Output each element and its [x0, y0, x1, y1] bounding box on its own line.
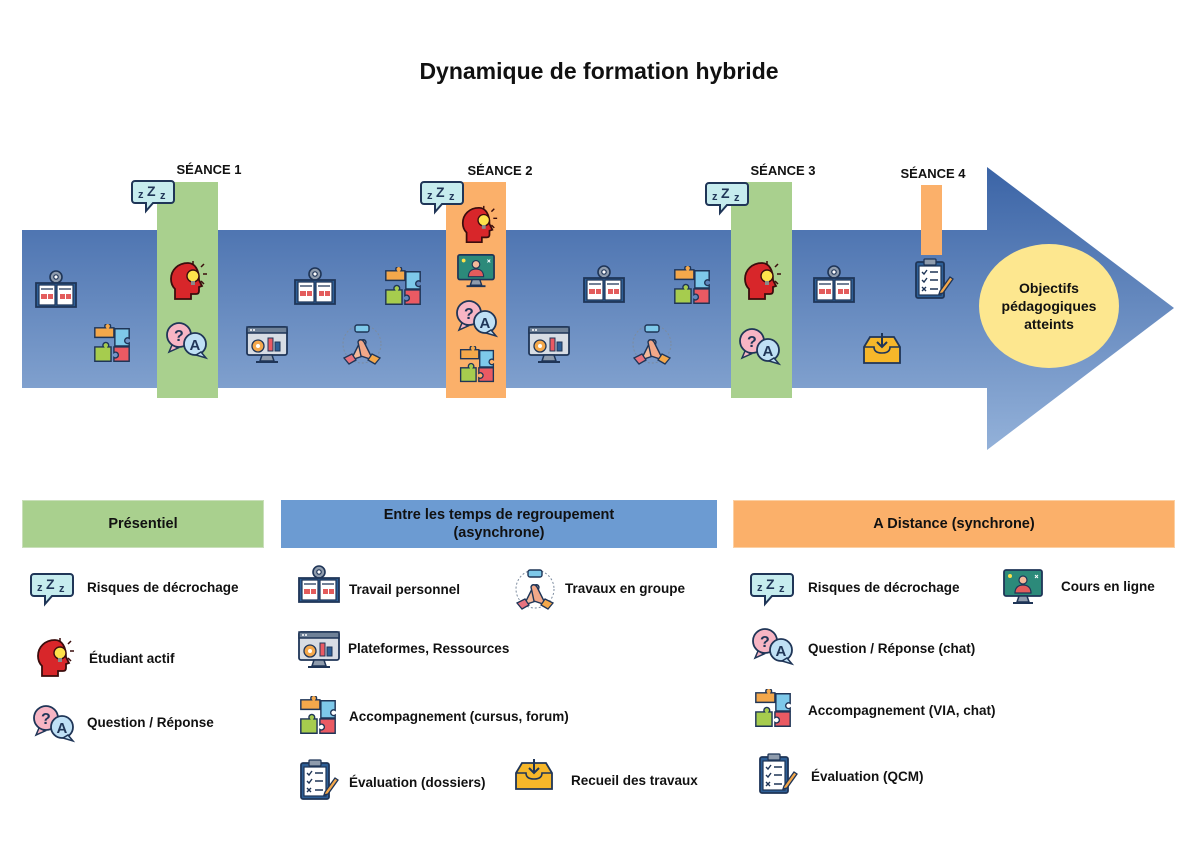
puzzle-icon [671, 266, 713, 308]
session-2-label: SÉANCE 2 [467, 163, 533, 178]
online-course-icon [455, 252, 497, 290]
legend-item-accompagnement-via: Accompagnement (VIA, chat) [808, 703, 996, 718]
question-answer-icon [165, 320, 209, 360]
session-3-label: SÉANCE 3 [750, 163, 816, 178]
puzzle-icon [457, 346, 497, 386]
legend-header-asynchrone: Entre les temps de regroupement (asynchr… [281, 500, 717, 548]
book-gear-icon [292, 265, 338, 309]
thinking-head-icon [458, 204, 500, 246]
legend-item-risques-distance: Risques de décrochage [808, 580, 960, 595]
zzz-icon [131, 178, 175, 214]
zzz-icon [30, 571, 74, 607]
checklist-icon [757, 752, 799, 796]
goal-line-2: pédagogiques [1001, 298, 1097, 314]
teamwork-hands-icon [630, 322, 674, 366]
legend-item-question-reponse-chat: Question / Réponse (chat) [808, 641, 976, 656]
online-course-icon [1001, 567, 1045, 607]
zzz-icon [750, 571, 794, 607]
legend-item-evaluation-qcm: Évaluation (QCM) [811, 769, 924, 784]
thinking-head-icon [740, 259, 784, 303]
goal-line-3: atteints [1024, 316, 1074, 332]
goal-line-1: Objectifs [1019, 280, 1079, 296]
legend-item-travaux-en-groupe: Travaux en groupe [565, 581, 686, 596]
legend-item-plateformes: Plateformes, Ressources [348, 641, 510, 656]
legend-item-recueil-travaux: Recueil des travaux [571, 773, 698, 788]
checklist-icon [913, 257, 955, 301]
legend-header-distance: A Distance (synchrone) [733, 500, 1175, 548]
inbox-tray-icon [859, 329, 905, 369]
session-4-band [921, 185, 942, 255]
platform-monitor-icon [526, 324, 572, 366]
book-gear-icon [581, 263, 627, 307]
book-gear-icon [296, 563, 342, 607]
legend-item-evaluation-dossiers: Évaluation (dossiers) [349, 775, 486, 790]
legend-header-asynchrone-line1: Entre les temps de regroupement [383, 507, 615, 523]
platform-monitor-icon [244, 324, 290, 366]
legend-item-risques: Risques de décrochage [87, 580, 239, 595]
thinking-head-icon [33, 636, 77, 680]
session-4-label: SÉANCE 4 [900, 166, 966, 181]
question-answer-icon [455, 298, 499, 338]
platform-monitor-icon [296, 629, 342, 671]
book-gear-icon [33, 267, 79, 313]
question-answer-icon [738, 326, 782, 366]
book-gear-icon [811, 263, 857, 307]
puzzle-icon [297, 696, 339, 738]
question-answer-icon [751, 626, 795, 666]
session-1-label: SÉANCE 1 [176, 162, 242, 177]
checklist-icon [298, 758, 340, 802]
thinking-head-icon [166, 259, 210, 303]
legend-item-travail-personnel: Travail personnel [349, 582, 461, 597]
legend-item-question-reponse: Question / Réponse [87, 715, 214, 730]
page-title: Dynamique de formation hybride [419, 58, 779, 84]
legend-item-etudiant-actif: Étudiant actif [89, 651, 175, 666]
puzzle-icon [91, 324, 133, 366]
question-answer-icon [32, 703, 76, 743]
zzz-icon [705, 180, 749, 216]
legend-item-cours-en-ligne: Cours en ligne [1061, 579, 1155, 594]
puzzle-icon [382, 267, 424, 309]
legend-header-presentiel: Présentiel [22, 500, 264, 548]
inbox-tray-icon [511, 755, 557, 795]
puzzle-icon [752, 689, 794, 731]
teamwork-hands-icon [340, 322, 384, 366]
goal-text: Objectifs pédagogiques atteints [979, 244, 1119, 368]
legend-header-asynchrone-line2: (asynchrone) [453, 525, 545, 541]
goal-circle [979, 244, 1119, 368]
teamwork-hands-icon [513, 567, 557, 611]
legend-item-accompagnement-cursus: Accompagnement (cursus, forum) [349, 709, 569, 724]
